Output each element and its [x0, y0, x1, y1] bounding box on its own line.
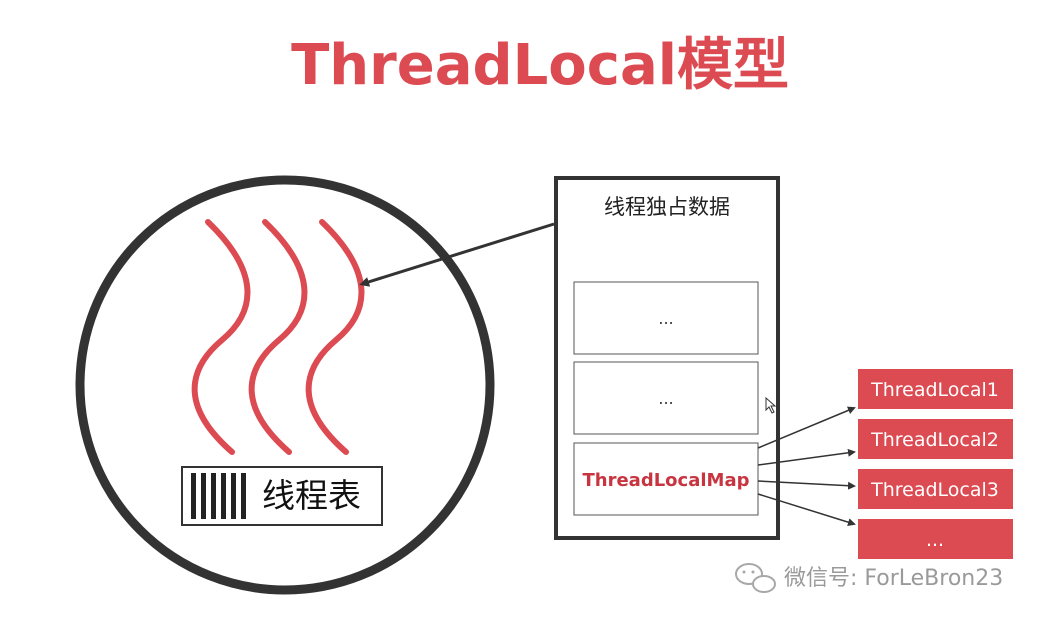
threadlocal-label-2: ThreadLocal2 [870, 429, 999, 451]
map-arrow-2 [757, 448, 856, 466]
thread-table-label: 线程表 [262, 476, 361, 515]
thread-waves [191, 219, 365, 455]
barcode-icon [191, 473, 246, 519]
data-to-thread-arrow [359, 222, 555, 287]
map-arrow-1 [757, 406, 856, 449]
map-arrows [757, 406, 856, 527]
wechat-icon [735, 563, 776, 593]
thread-wave-1 [191, 219, 251, 455]
threadlocalmap-label: ThreadLocalMap [583, 470, 750, 491]
threadlocal-label-3: ThreadLocal3 [870, 479, 999, 501]
threadlocal-box-2 [858, 419, 1013, 459]
threadlocal-label-1: ThreadLocal1 [870, 379, 999, 401]
threadlocal-box-1 [858, 369, 1013, 409]
thread-wave-3 [305, 219, 365, 455]
map-arrow-4 [757, 493, 856, 527]
thread-circle [75, 175, 495, 595]
thread-data-title: 线程独占数据 [604, 195, 730, 219]
thread-wave-2 [248, 219, 308, 455]
threadlocal-box-3 [858, 469, 1013, 509]
data-slot-1-label: ... [658, 309, 673, 328]
threadlocal-box-4 [858, 519, 1013, 559]
data-slot-1 [573, 281, 759, 355]
cursor-icon [765, 396, 777, 414]
map-arrow-3 [757, 480, 856, 490]
thread-table: 线程表 [181, 466, 383, 526]
data-slot-2 [573, 361, 759, 435]
thread-data-box: 线程独占数据 ... ... ThreadLocalMap [554, 176, 780, 540]
watermark: 微信号: ForLeBron23 [735, 563, 1003, 593]
threadlocal-list: ThreadLocal1 ThreadLocal2 ThreadLocal3 .… [858, 369, 1013, 559]
page-title: ThreadLocal模型 [291, 33, 789, 98]
threadlocalmap-slot [573, 442, 759, 516]
data-slot-2-label: ... [658, 389, 673, 408]
watermark-text: 微信号: ForLeBron23 [784, 566, 1003, 591]
threadlocal-label-4: ... [926, 529, 944, 551]
